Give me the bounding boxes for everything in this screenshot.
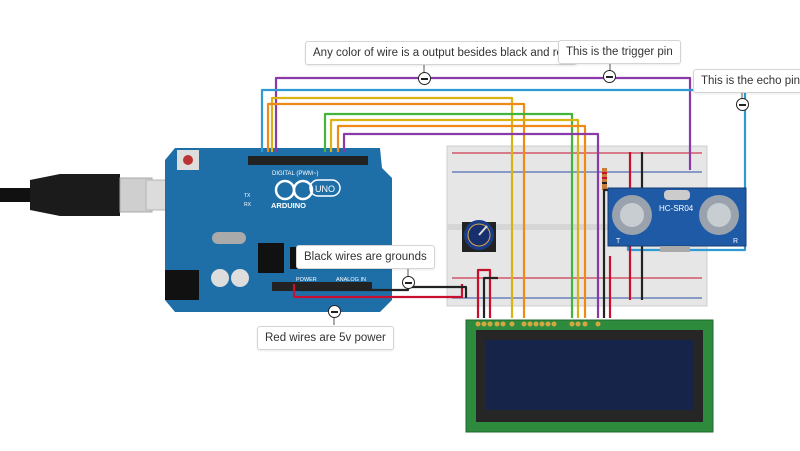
arduino-board: ARDUINO UNO DIGITAL (PWM~) POWER ANALOG …: [165, 148, 392, 312]
lcd-pins: [475, 321, 601, 327]
collapse-icon-grounds[interactable]: [402, 276, 415, 289]
analog-header-label: ANALOG IN: [336, 277, 366, 283]
annotation-echo-pin: This is the echo pin: [693, 69, 800, 93]
collapse-icon-output-wire[interactable]: [418, 72, 431, 85]
wire-yellow-2: [329, 118, 580, 318]
reset-button-cap: [183, 155, 193, 165]
wire-yellow: [270, 96, 514, 318]
wire-red-power: [292, 284, 464, 299]
lcd-screen: [486, 340, 693, 410]
resistor: [602, 168, 607, 190]
wire-orange-2: [336, 124, 587, 318]
collapse-icon-echo-pin[interactable]: [736, 98, 749, 111]
lcd-module: [465, 319, 714, 433]
wire-orange: [266, 102, 526, 318]
sensor-model-label: HC-SR04: [659, 204, 694, 213]
rx-label: RX: [244, 202, 252, 208]
annotation-output-wire: Any color of wire is a output besides bl…: [305, 41, 578, 65]
wire-black-lcd: [482, 276, 498, 318]
collapse-icon-power[interactable]: [328, 305, 341, 318]
power-header-label: POWER: [296, 277, 317, 283]
chip: [258, 243, 284, 273]
sensor-r-label: R: [733, 238, 738, 245]
wire-red-lcd: [476, 268, 492, 318]
ultrasonic-sensor: HC-SR04 T R: [607, 187, 747, 252]
wire-purple-trigger: [274, 76, 692, 170]
annotation-trigger-pin: This is the trigger pin: [558, 40, 681, 64]
sensor-t-label: T: [616, 238, 621, 245]
board-model: UNO: [315, 184, 335, 194]
board-brand: ARDUINO: [271, 201, 306, 210]
digital-header-label: DIGITAL (PWM~): [272, 171, 319, 177]
potentiometer: [462, 220, 496, 252]
tx-label: TX: [244, 193, 251, 199]
power-jack: [165, 270, 199, 300]
collapse-icon-trigger-pin[interactable]: [603, 70, 616, 83]
wire-purple-2: [342, 132, 600, 318]
annotation-grounds: Black wires are grounds: [296, 245, 435, 269]
annotation-power: Red wires are 5v power: [257, 326, 394, 350]
wire-green: [323, 112, 574, 318]
